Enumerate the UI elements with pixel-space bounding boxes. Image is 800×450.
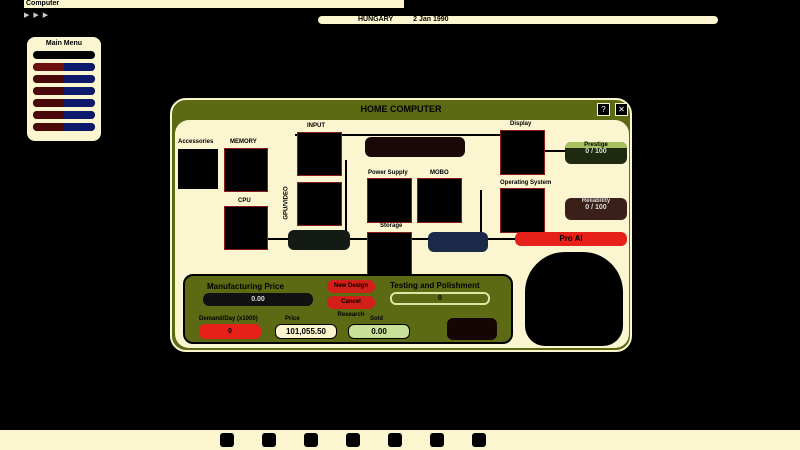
dock-icon[interactable]: [388, 433, 402, 447]
cancel-research-button[interactable]: Cancel Research: [327, 296, 375, 318]
prestige-value: 0 / 100: [585, 148, 607, 155]
gpu-slot[interactable]: [297, 182, 342, 226]
production-panel: Manufacturing Price 0.00 New Design Canc…: [183, 274, 513, 344]
new-design-button[interactable]: New Design: [327, 280, 375, 293]
dock-icon[interactable]: [220, 433, 234, 447]
dock-icon[interactable]: [430, 433, 444, 447]
os-bar[interactable]: [365, 137, 465, 157]
pro-ai-button[interactable]: Pro AI: [515, 232, 627, 246]
app-title: Computer: [24, 0, 404, 8]
cpu-label: CPU: [238, 198, 251, 204]
reliability-label: Reliability: [581, 198, 611, 204]
storage-label: Storage: [380, 223, 403, 229]
speed-controls[interactable]: ▶▶▶: [24, 12, 53, 19]
input-slot[interactable]: [297, 132, 342, 176]
main-menu: Main Menu: [27, 37, 101, 141]
prestige-label: Prestige: [565, 142, 627, 148]
home-computer-window: HOME COMPUTER ? ✕ Accessories MEMORY CPU…: [170, 98, 632, 352]
power-slot[interactable]: [367, 178, 412, 223]
demand-label: Demand/Day (x1000): [199, 316, 258, 322]
testing-label: Testing and Polishment: [390, 281, 480, 290]
accessories-label: Accessories: [178, 139, 214, 145]
gpu-label: GPU/VIDEO: [283, 186, 290, 220]
display-label: Display: [510, 121, 532, 127]
memory-label: MEMORY: [230, 139, 257, 145]
cpu-slot[interactable]: [224, 206, 268, 250]
menu-item[interactable]: [33, 123, 95, 131]
country-name: HUNGARY: [358, 16, 394, 23]
price-label: Price: [285, 316, 300, 322]
display-slot[interactable]: [500, 130, 545, 175]
design-panel: Accessories MEMORY CPU INPUT GPU/VIDEO P…: [175, 120, 629, 348]
menu-item[interactable]: [33, 87, 95, 95]
storage-slot[interactable]: [367, 232, 412, 276]
bottom-dock: [0, 430, 800, 450]
action-button[interactable]: [447, 318, 497, 340]
dock-icon[interactable]: [472, 433, 486, 447]
testing-value: 0: [390, 292, 490, 305]
dock-icon[interactable]: [346, 433, 360, 447]
menu-item[interactable]: [33, 111, 95, 119]
mobo-label: MOBO: [430, 170, 449, 176]
sold-label: Sold: [370, 316, 383, 322]
top-bar: Computer: [0, 0, 800, 8]
power-label: Power Supply: [368, 170, 408, 176]
input-label: INPUT: [307, 123, 325, 129]
accessories-slot[interactable]: [177, 148, 219, 190]
country-bar[interactable]: HUNGARY 2 Jan 1990: [318, 16, 718, 24]
menu-item[interactable]: [33, 51, 95, 59]
sold-value: 0.00: [348, 324, 410, 339]
menu-item[interactable]: [33, 63, 95, 71]
date: 2 Jan 1990: [413, 16, 449, 23]
mobo-slot[interactable]: [417, 178, 462, 223]
menu-item[interactable]: [33, 75, 95, 83]
close-button[interactable]: ✕: [615, 103, 628, 116]
os-label: Operating System: [500, 180, 552, 186]
prestige-box: Prestige 0 / 100: [565, 142, 627, 164]
os-slot[interactable]: [500, 188, 545, 233]
window-title: HOME COMPUTER: [360, 104, 442, 114]
reliability-value: 0 / 100: [585, 204, 607, 211]
manufacturing-price-value: 0.00: [203, 293, 313, 306]
price-input[interactable]: 101,055.50: [275, 324, 337, 339]
main-menu-title: Main Menu: [45, 40, 83, 47]
manufacturing-price-label: Manufacturing Price: [207, 282, 284, 291]
product-image: [525, 252, 623, 346]
speed-pill: [428, 232, 488, 252]
memory-slot[interactable]: [224, 148, 268, 192]
dock-icon[interactable]: [304, 433, 318, 447]
reliability-box: Reliability 0 / 100: [565, 198, 627, 220]
demand-value: 0: [199, 324, 261, 339]
dock-icon[interactable]: [262, 433, 276, 447]
cost-pill: [288, 230, 350, 250]
help-button[interactable]: ?: [597, 103, 610, 116]
menu-item[interactable]: [33, 99, 95, 107]
